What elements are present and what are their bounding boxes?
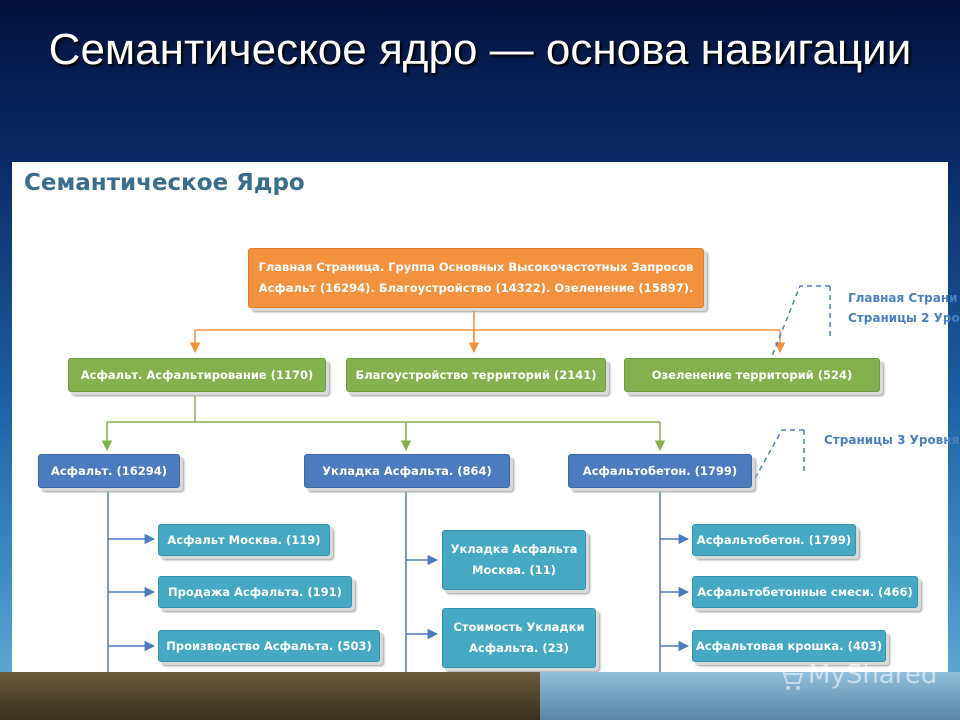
legend-level2-line-1: Главная Страни xyxy=(848,291,958,305)
cart-icon xyxy=(778,669,804,690)
legend-brackets xyxy=(753,285,831,481)
leaf-asphalt-concrete-mixes: Асфальтобетонные смеси. (466) xyxy=(692,576,918,608)
leaf-laying-moscow-line-1: Укладка Асфальта xyxy=(450,542,578,556)
level2-node-improvement: Благоустройство территорий (2141) xyxy=(346,358,606,392)
level2-connectors xyxy=(101,396,666,452)
level3-connectors xyxy=(107,492,690,674)
leaf-laying-moscow-line-2: Москва. (11) xyxy=(472,563,556,577)
root-connectors xyxy=(189,310,786,354)
level2-node-asphalt: Асфальт. Асфальтирование (1170) xyxy=(68,358,326,392)
slide-title: Семантическое ядро — основа навигации xyxy=(48,25,912,74)
root-line-2: Асфальт (16294). Благоустройство (14322)… xyxy=(258,281,694,295)
level3-node-asphalt-concrete: Асфальтобетон. (1799) xyxy=(568,454,752,488)
legend-level2: Главная Страни Страницы 2 Уро xyxy=(848,288,960,328)
leaf-laying-cost: Стоимость Укладки Асфальта. (23) xyxy=(442,608,596,668)
legend-level3: Страницы 3 Уровня xyxy=(824,433,960,447)
leaf-laying-cost-line-1: Стоимость Укладки xyxy=(453,620,585,634)
leaf-asphalt-crumb: Асфальтовая крошка. (403) xyxy=(692,630,886,662)
leaf-laying-moscow: Укладка Асфальта Москва. (11) xyxy=(442,530,586,590)
background-sea xyxy=(540,672,960,720)
legend-level2-line-2: Страницы 2 Уро xyxy=(848,311,960,325)
level3-node-laying: Укладка Асфальта. (864) xyxy=(304,454,510,488)
connector-lines xyxy=(101,285,831,674)
leaf-asphalt-concrete: Асфальтобетон. (1799) xyxy=(692,524,856,556)
leaf-asphalt-sale: Продажа Асфальта. (191) xyxy=(158,576,352,608)
leaf-asphalt-moscow: Асфальт Москва. (119) xyxy=(158,524,330,556)
root-node: Главная Страница. Группа Основных Высоко… xyxy=(248,248,704,308)
watermark-text: MyShared xyxy=(808,660,938,690)
level3-node-asphalt: Асфальт. (16294) xyxy=(38,454,180,488)
root-line-1: Главная Страница. Группа Основных Высоко… xyxy=(258,260,694,274)
diagram-heading: Семантическое Ядро xyxy=(24,170,305,196)
leaf-laying-cost-line-2: Асфальта. (23) xyxy=(469,641,569,655)
leaf-asphalt-production: Производство Асфальта. (503) xyxy=(158,630,380,662)
level2-node-landscaping: Озеленение территорий (524) xyxy=(624,358,880,392)
semantic-core-diagram: Семантическое Ядро xyxy=(12,162,960,674)
